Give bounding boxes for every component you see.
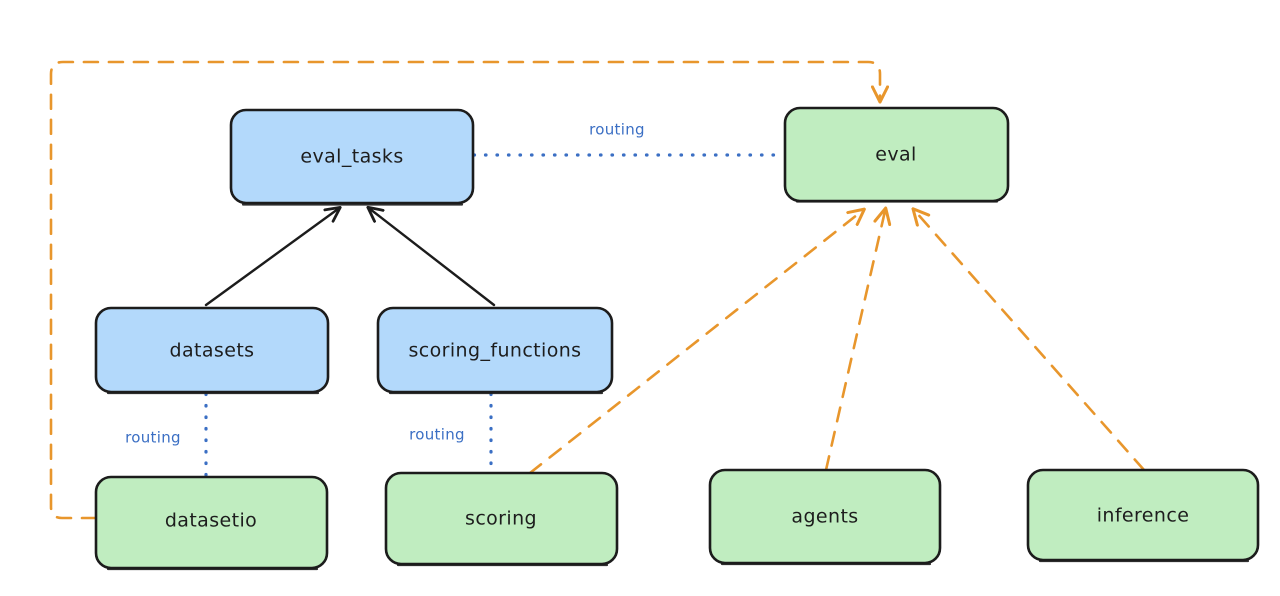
edge-inference-eval [911, 207, 1146, 472]
node-box [1026, 468, 1260, 562]
node-layer: eval_tasks eval datasets scoring_functio… [94, 106, 1260, 571]
edge-layer [49, 60, 1146, 520]
node-scoring[interactable]: scoring [384, 471, 619, 567]
node-label: datasetio [165, 510, 257, 532]
node-box [384, 471, 619, 566]
label-backdrop [392, 422, 482, 446]
edge-label-routing-datasets: routing [108, 425, 198, 449]
node-box [783, 106, 1010, 203]
node-datasetio[interactable]: datasetio [94, 475, 329, 571]
edge-label-routing-scoring: routing [392, 422, 482, 446]
routing-label: routing [589, 121, 645, 139]
dependency-edge-path [528, 207, 866, 475]
routing-label: routing [409, 426, 465, 444]
node-box [94, 475, 329, 570]
node-agents[interactable]: agents [708, 468, 942, 566]
node-box [94, 306, 330, 394]
node-inference[interactable]: inference [1026, 468, 1260, 563]
routing-label: routing [125, 429, 181, 447]
edge-datasets-eval_tasks [204, 205, 342, 307]
node-box [708, 468, 942, 565]
node-datasets[interactable]: datasets [94, 306, 330, 395]
node-label: eval_tasks [300, 146, 403, 168]
dependency-edge-path [911, 207, 1146, 472]
dependency-edge-path [824, 206, 892, 472]
edge-label-layer: routing routing routing [108, 117, 662, 449]
label-backdrop [108, 425, 198, 449]
node-label: datasets [170, 340, 255, 362]
node-label: inference [1097, 505, 1190, 527]
node-box [376, 306, 614, 394]
node-eval_tasks[interactable]: eval_tasks [229, 108, 475, 206]
node-scoring_functions[interactable]: scoring_functions [376, 306, 614, 395]
edge-scoring_functions-eval_tasks [366, 205, 496, 307]
node-label: eval [875, 144, 916, 166]
node-label: scoring_functions [409, 340, 582, 362]
node-box [229, 108, 475, 205]
label-backdrop [572, 117, 662, 141]
node-label: agents [791, 506, 858, 528]
edge-agents-eval [824, 206, 892, 472]
edge-label-routing-eval: routing [572, 117, 662, 141]
composition-edge-path [366, 205, 496, 307]
node-eval[interactable]: eval [783, 106, 1010, 203]
node-label: scoring [465, 508, 537, 530]
composition-edge-path [204, 205, 342, 307]
edge-scoring-eval [528, 207, 866, 475]
